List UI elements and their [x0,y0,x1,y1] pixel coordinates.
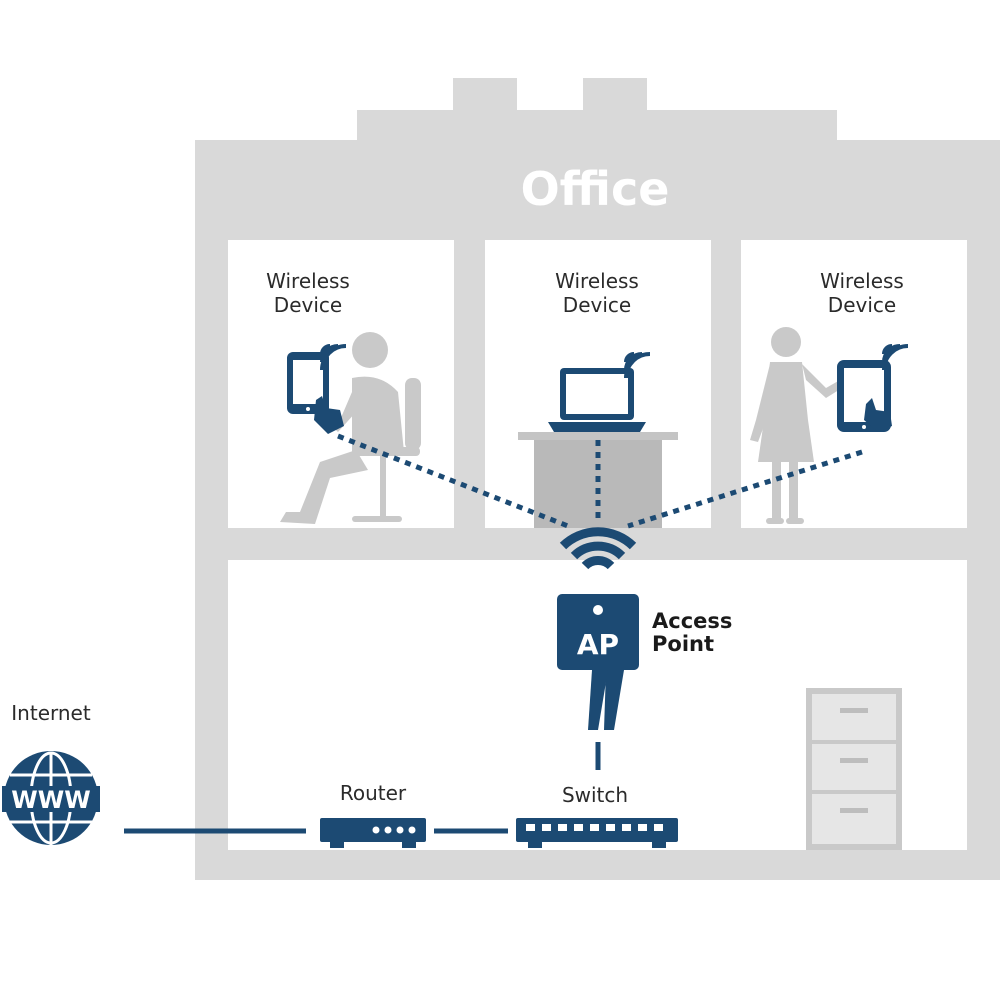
room-center-label-line1: Wireless [555,269,639,293]
router-icon [320,818,426,848]
room-center-label-line2: Device [563,293,631,317]
wireless-links [337,433,863,529]
filing-cabinet-icon [806,688,902,850]
tablet-icon [287,352,344,434]
tablet-icon [837,360,892,432]
globe-www-icon: WWW [2,751,100,845]
room-left-label-line1: Wireless [266,269,350,293]
room-right-label-line1: Wireless [820,269,904,293]
wifi-signal-icon [882,344,909,371]
wifi-signal-icon [320,344,347,371]
building-title: Office [521,162,670,216]
seated-person-illustration [280,332,421,524]
internet-label: Internet [11,701,91,725]
access-point-label-line1: Access [652,609,732,633]
wifi-signal-icon [624,352,651,379]
router-label: Router [340,781,407,805]
globe-www-text: WWW [11,786,90,814]
access-point-device [557,594,639,730]
office-building [195,78,1000,880]
switch-icon [516,818,678,848]
standing-person-illustration [750,327,842,524]
access-point-wifi-icon [559,527,637,570]
switch-label: Switch [562,783,628,807]
access-point-label-line2: Point [652,632,714,656]
room-left-label-line2: Device [274,293,342,317]
room-right-label-line2: Device [828,293,896,317]
laptop-icon [548,368,646,432]
access-point-badge: AP [577,628,619,661]
